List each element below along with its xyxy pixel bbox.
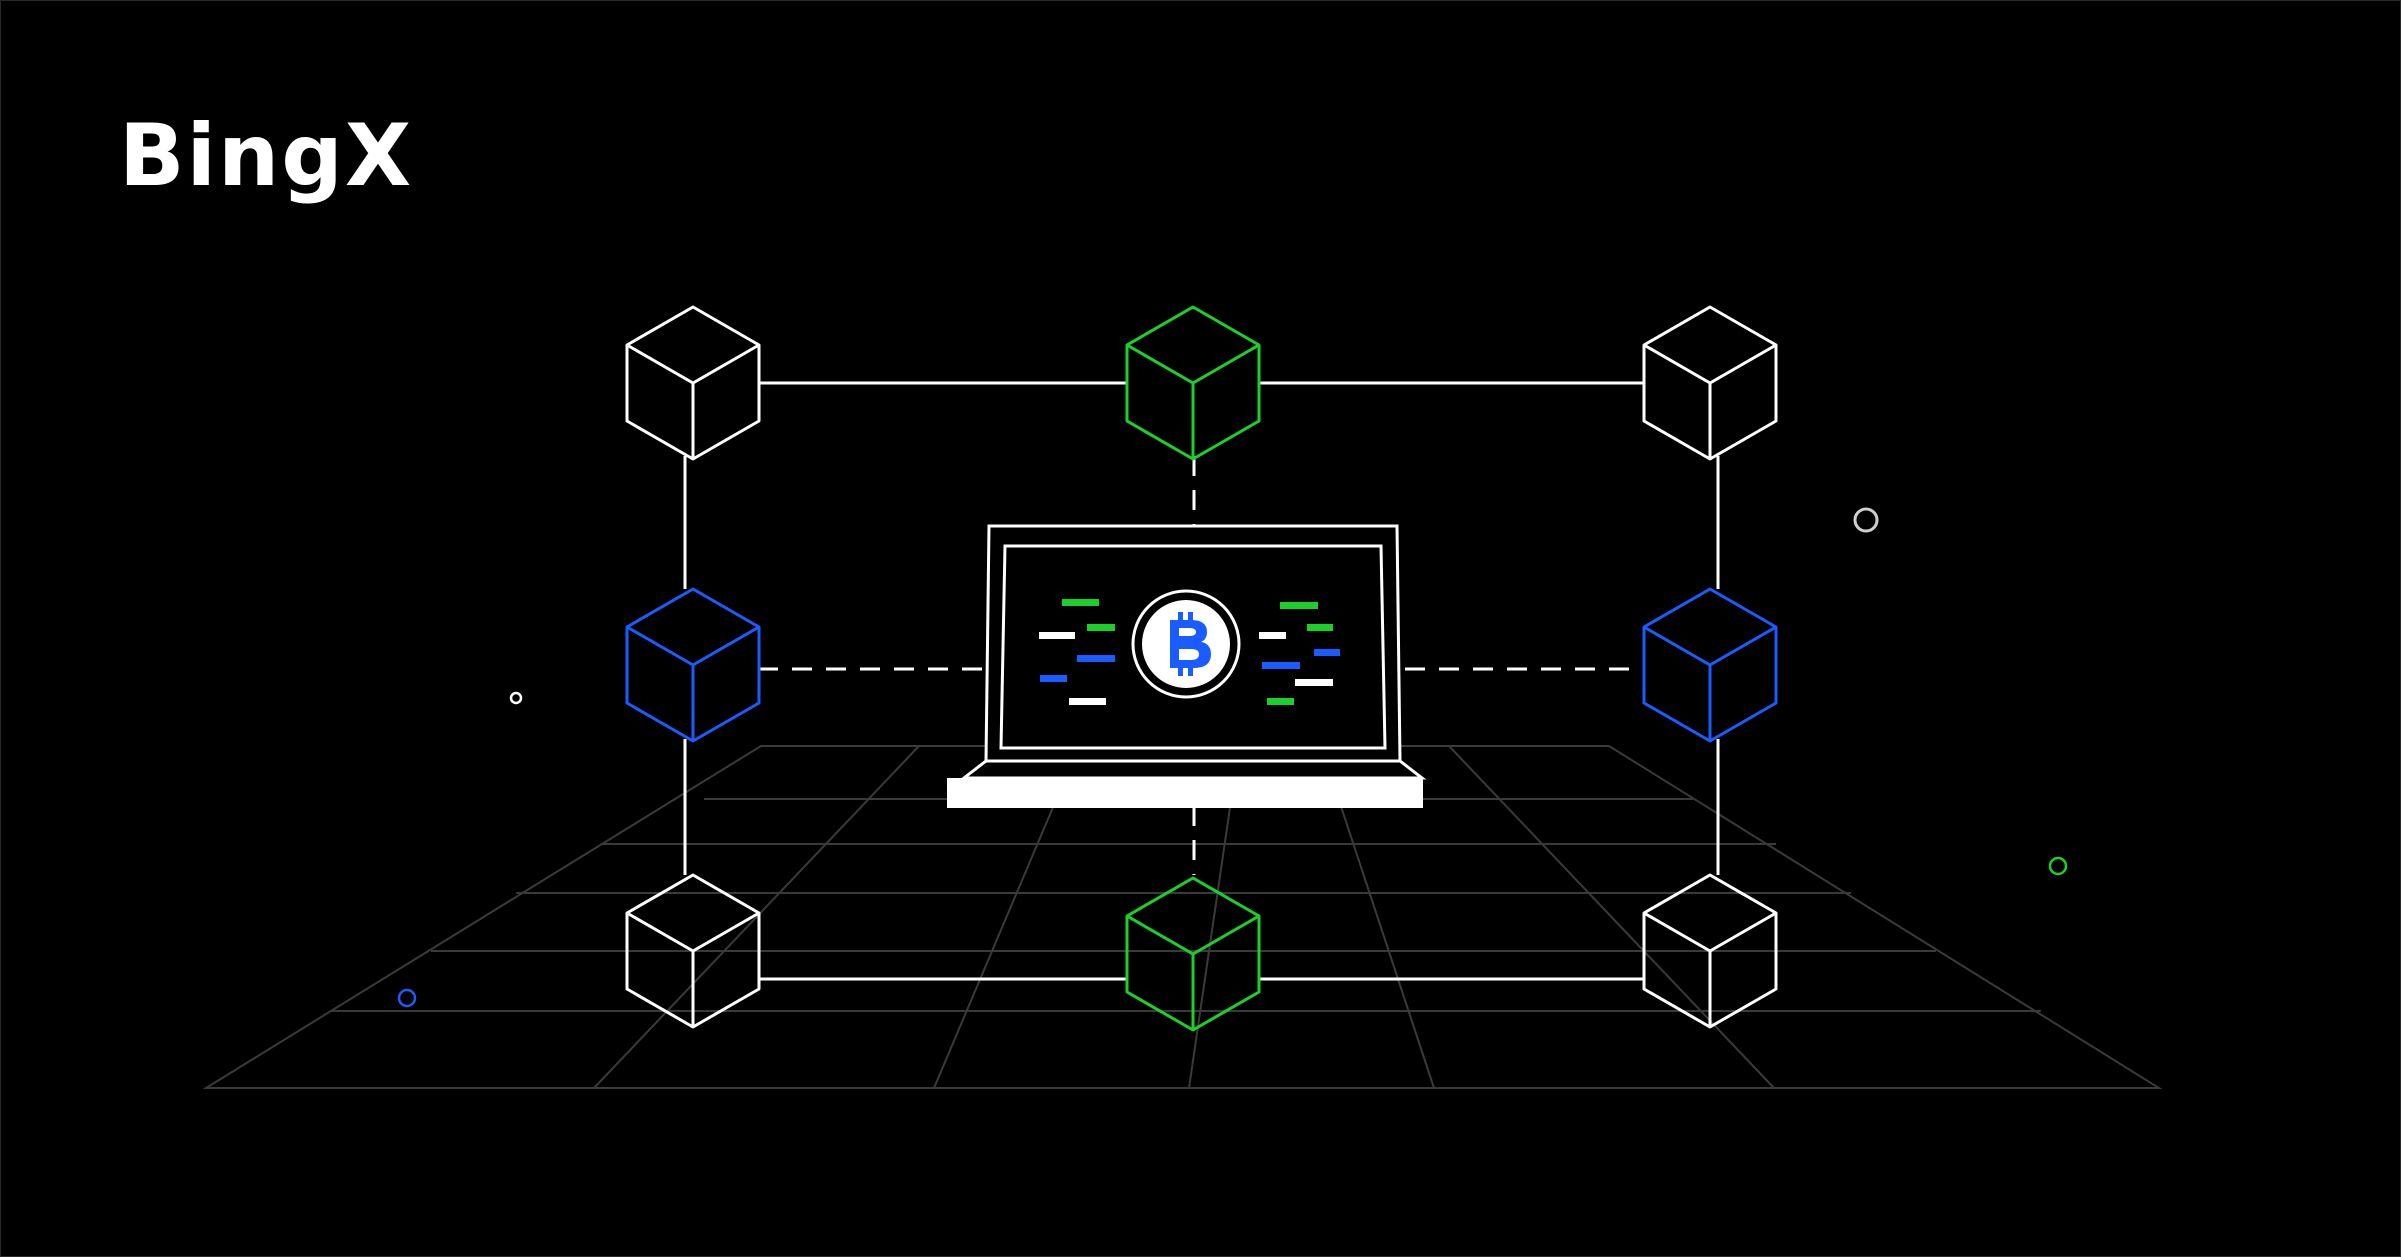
code-dashes-left <box>1039 599 1115 705</box>
dashed-connections <box>758 456 1645 875</box>
decorative-dot-green <box>2048 856 2068 876</box>
cube-icon-bottom-right <box>1642 873 1778 1029</box>
cube-icon-top-center <box>1125 305 1261 461</box>
cube-icon-top-right <box>1642 305 1778 461</box>
brand-logo: BingX <box>119 106 414 206</box>
decorative-dot-blue <box>397 988 417 1008</box>
bitcoin-icon <box>1131 589 1241 699</box>
decorative-dot-white-small <box>509 691 523 705</box>
laptop-icon <box>947 524 1427 808</box>
cube-icon-bottom-center <box>1125 876 1261 1032</box>
code-dashes-right <box>1259 602 1340 705</box>
cube-icon-middle-right <box>1642 587 1778 743</box>
cube-icon-middle-left <box>625 587 761 743</box>
cube-icon-top-left <box>625 305 761 461</box>
cube-icon-bottom-left <box>625 873 761 1029</box>
decorative-dot-white-large <box>1853 507 1879 533</box>
connection-lines <box>683 381 1720 981</box>
